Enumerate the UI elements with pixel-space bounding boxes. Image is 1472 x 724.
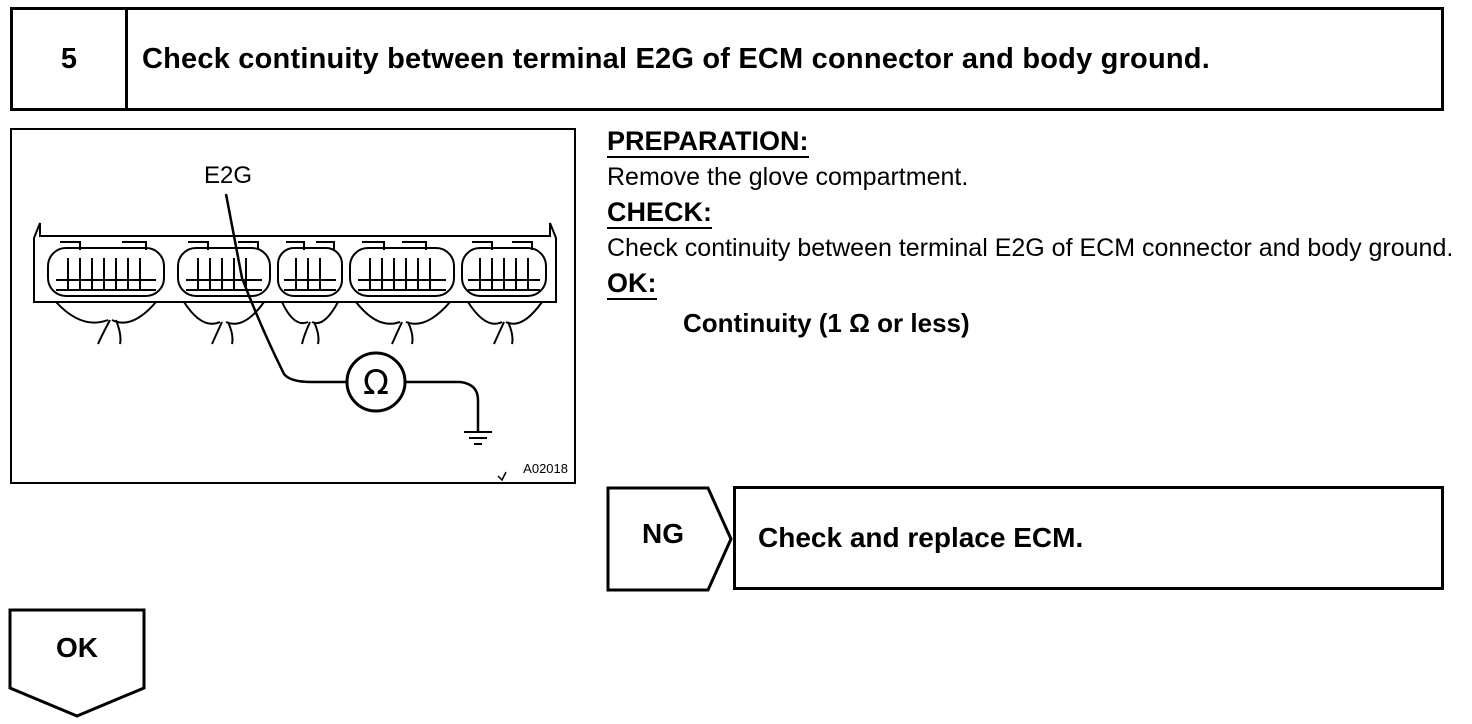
ok-label: OK	[56, 632, 98, 663]
ng-arrow-box	[606, 486, 733, 592]
step-header: 5 Check continuity between terminal E2G …	[10, 7, 1444, 111]
connector-3	[277, 241, 343, 345]
ok-arrow-box	[8, 608, 146, 718]
connector-illustration: Ω E2G A02018	[10, 128, 576, 484]
probe-lead	[224, 193, 348, 384]
terminal-label: E2G	[204, 162, 253, 189]
ohm-symbol: Ω	[363, 363, 389, 403]
connector-1	[47, 241, 165, 345]
connector-2	[177, 241, 271, 345]
step-number: 5	[13, 10, 128, 108]
check-text: Check continuity between terminal E2G of…	[607, 234, 1454, 262]
preparation-heading: PREPARATION:	[607, 126, 809, 158]
ng-action: Check and replace ECM.	[733, 486, 1444, 590]
ground-lead	[405, 380, 480, 432]
ok-heading: OK:	[607, 268, 657, 300]
ecm-housing	[33, 222, 557, 303]
instructions: PREPARATION: Remove the glove compartmen…	[607, 126, 1457, 346]
step-title: Check continuity between terminal E2G of…	[142, 42, 1210, 75]
ecm-connector-diagram: Ω	[33, 193, 557, 482]
check-heading: CHECK:	[607, 197, 712, 229]
preparation-text: Remove the glove compartment.	[607, 163, 969, 191]
connector-4	[349, 241, 455, 345]
connector-5	[461, 241, 547, 345]
ground-icon	[464, 431, 492, 445]
figure-code: A02018	[523, 461, 568, 476]
ng-label: NG	[642, 518, 684, 549]
ok-specification: Continuity (1 Ω or less)	[683, 308, 970, 338]
